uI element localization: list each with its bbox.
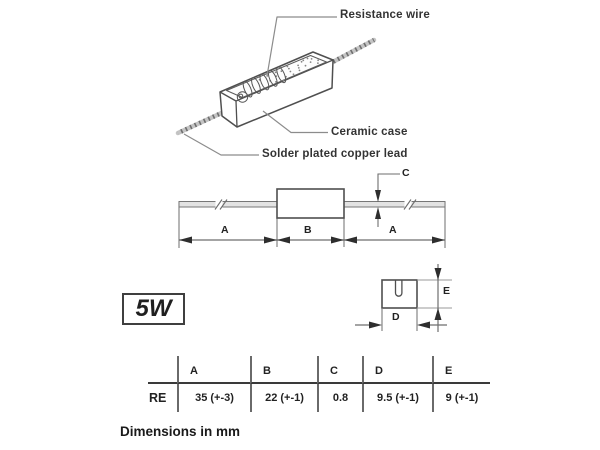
d-dimension — [355, 321, 447, 329]
resistance-wire-coil — [236, 66, 287, 103]
table-row-label: RE — [149, 391, 167, 405]
table-header-d: D — [362, 356, 432, 384]
dim-a-right-label: A — [389, 224, 397, 236]
table-corner-cell — [148, 356, 177, 384]
end-view — [355, 264, 452, 332]
dimensions-table: A B C D E RE 35 (+-3) 22 (+-1) 0.8 9.5 (… — [148, 356, 490, 412]
table-value-d: 9.5 (+-1) — [362, 384, 432, 412]
dim-b-label: B — [304, 224, 312, 236]
side-body — [276, 188, 345, 219]
power-rating-box: 5W — [122, 293, 185, 325]
side-lead-right — [343, 201, 446, 208]
copper-lead-leader — [183, 133, 259, 156]
resistance-wire-label: Resistance wire — [340, 9, 430, 21]
ceramic-case-leader — [262, 110, 328, 134]
right-lead — [326, 37, 377, 67]
resistance-wire-leader — [266, 16, 337, 77]
end-body — [381, 279, 418, 309]
dim-d-label: D — [392, 311, 400, 323]
table-header-b: B — [250, 356, 317, 384]
lead-break-marks — [214, 199, 417, 210]
table-header-e: E — [432, 356, 490, 384]
leader-lines — [183, 16, 337, 156]
ceramic-case-label: Ceramic case — [331, 126, 408, 138]
copper-lead-label: Solder plated copper lead — [262, 148, 408, 160]
e-dimension — [434, 264, 442, 332]
dim-c-label: C — [402, 167, 410, 179]
end-notch — [394, 280, 403, 297]
dimension-arrows — [179, 236, 445, 244]
side-view — [178, 173, 446, 248]
table-header-a: A — [177, 356, 250, 384]
dim-a-left-label: A — [221, 224, 229, 236]
table-header-c: C — [317, 356, 362, 384]
side-lead-left — [178, 201, 278, 208]
dimensions-footnote: Dimensions in mm — [120, 424, 241, 439]
table-value-a: 35 (+-3) — [177, 384, 250, 412]
table-value-b: 22 (+-1) — [250, 384, 317, 412]
left-lead — [175, 107, 231, 136]
table-value-c: 0.8 — [317, 384, 362, 412]
table-value-e: 9 (+-1) — [432, 384, 490, 412]
power-rating-text: 5W — [135, 295, 172, 322]
c-dimension — [375, 173, 400, 227]
resistor-3d-view — [175, 16, 377, 156]
dim-e-label: E — [443, 285, 451, 297]
